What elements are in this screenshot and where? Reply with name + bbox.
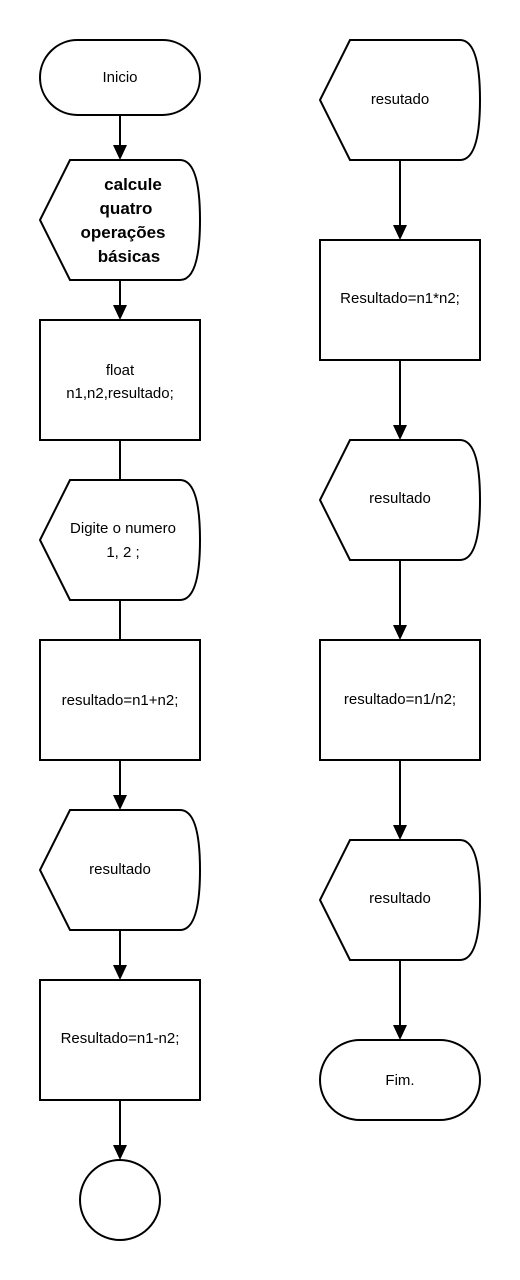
end-terminator: Fim. bbox=[319, 1039, 481, 1121]
title-display: calcule quatro operações básicas bbox=[38, 159, 202, 281]
arrow-display-mul-to-div bbox=[393, 560, 407, 640]
display-mul-label: resultado bbox=[369, 490, 431, 507]
display-sub-label: resutado bbox=[371, 91, 429, 108]
declare-line-2: n1,n2,resultado; bbox=[66, 385, 174, 402]
title-line-4: básicas bbox=[98, 247, 160, 266]
end-label: Fim. bbox=[385, 1072, 414, 1089]
arrow-start-to-title bbox=[113, 115, 127, 160]
title-line-1: calcule bbox=[104, 175, 162, 194]
arrow-display-div-to-end bbox=[393, 960, 407, 1040]
display-sum-label: resultado bbox=[89, 861, 151, 878]
sub-label: Resultado=n1-n2; bbox=[61, 1030, 180, 1047]
div-process: resultado=n1/n2; bbox=[319, 639, 481, 761]
sub-process: Resultado=n1-n2; bbox=[39, 979, 201, 1101]
declare-process: float n1,n2,resultado; bbox=[39, 319, 201, 441]
display-div-label: resultado bbox=[369, 890, 431, 907]
arrow-display-sub-to-mul bbox=[393, 160, 407, 240]
input-display: Digite o numero 1, 2 ; bbox=[38, 479, 202, 601]
arrow-sub-to-connector bbox=[113, 1100, 127, 1160]
title-line-3: operações bbox=[80, 223, 165, 242]
input-line-2: 1, 2 ; bbox=[106, 544, 139, 561]
display-div: resultado bbox=[318, 839, 482, 961]
arrow-mul-to-display bbox=[393, 360, 407, 440]
arrow-div-to-display bbox=[393, 760, 407, 840]
mul-process: Resultado=n1*n2; bbox=[319, 239, 481, 361]
arrow-title-to-declare bbox=[113, 280, 127, 320]
title-line-2: quatro bbox=[100, 199, 153, 218]
declare-line-1: float bbox=[106, 362, 135, 379]
mul-label: Resultado=n1*n2; bbox=[340, 290, 460, 307]
div-label: resultado=n1/n2; bbox=[344, 691, 456, 708]
input-line-1: Digite o numero bbox=[70, 520, 176, 537]
sum-process: resultado=n1+n2; bbox=[39, 639, 201, 761]
display-mul: resultado bbox=[318, 439, 482, 561]
arrow-sum-to-display bbox=[113, 760, 127, 810]
arrow-display-to-sub bbox=[113, 930, 127, 980]
sum-label: resultado=n1+n2; bbox=[62, 692, 179, 709]
start-terminator: Inicio bbox=[39, 39, 201, 116]
display-sub: resutado bbox=[318, 39, 482, 161]
display-sum: resultado bbox=[38, 809, 202, 931]
start-label: Inicio bbox=[102, 69, 137, 86]
page-connector bbox=[79, 1159, 161, 1241]
